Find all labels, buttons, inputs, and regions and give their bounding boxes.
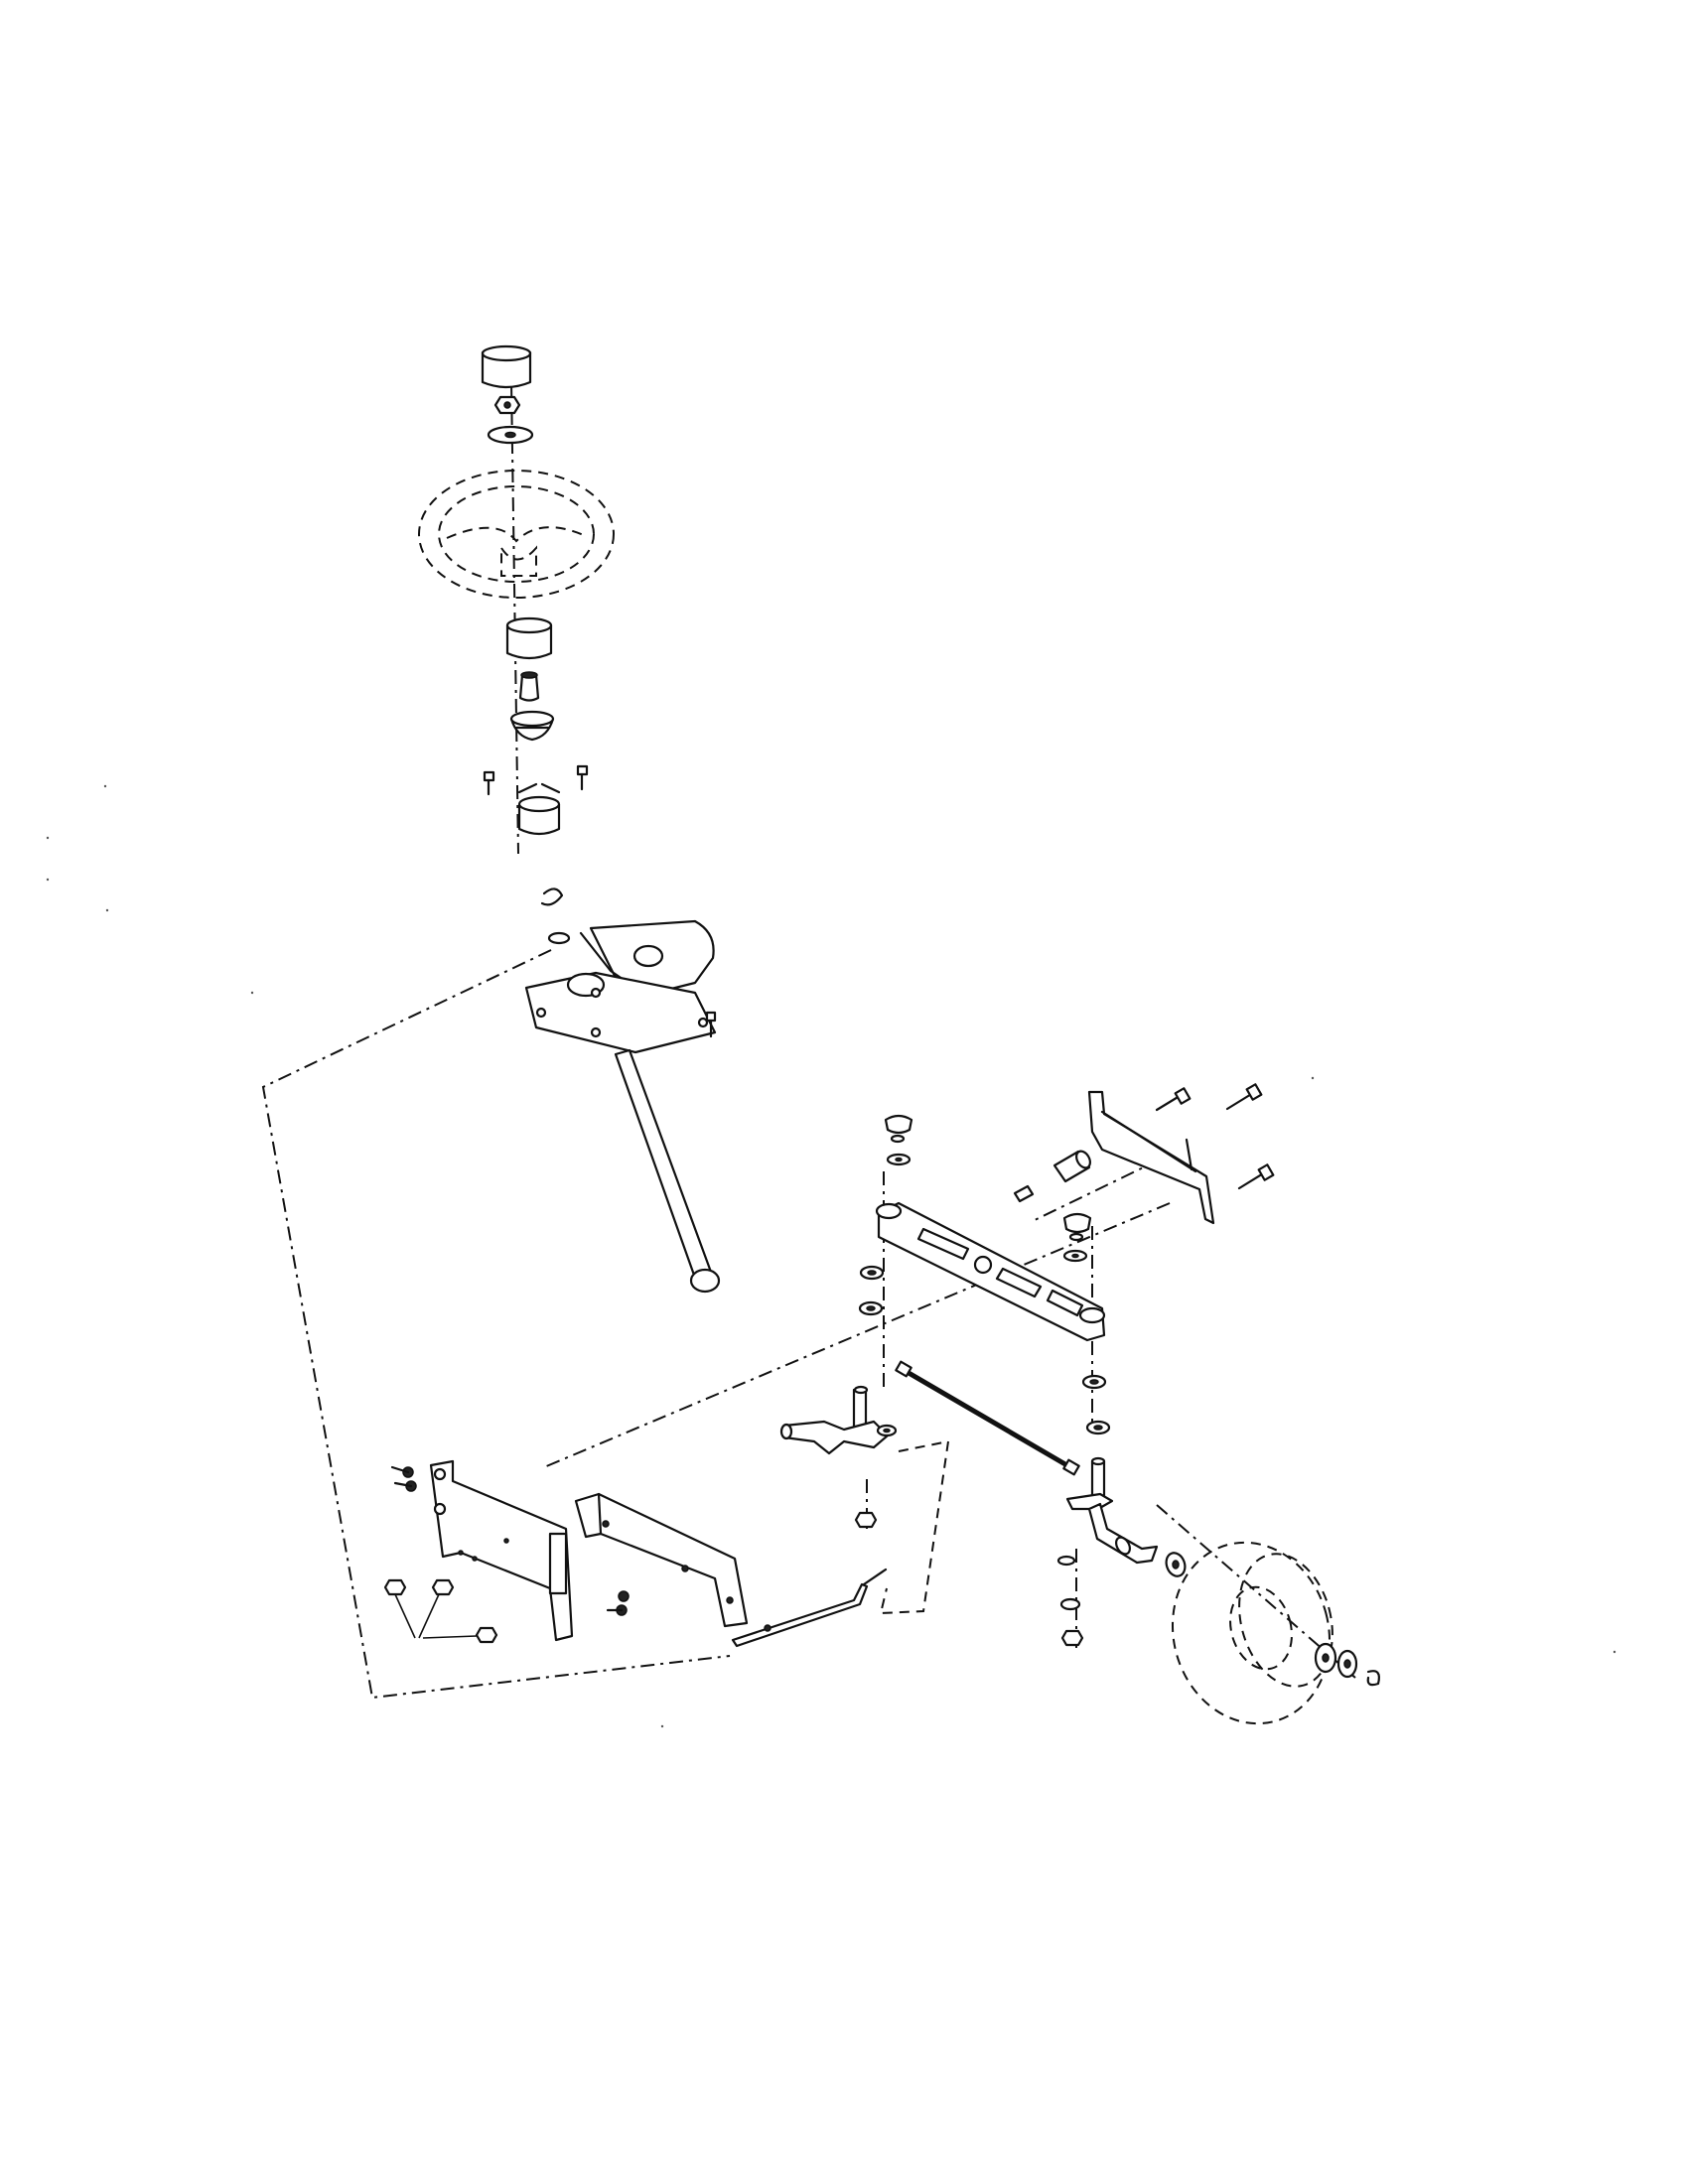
- nut-part-12: [493, 395, 521, 415]
- bushing-part-73: [505, 616, 553, 660]
- boot-part-42: [509, 710, 555, 742]
- bolt-part-67-b: [1225, 1083, 1263, 1111]
- screw-part-29-left-b: [393, 1480, 417, 1492]
- callout-15-arrows: [394, 1593, 478, 1639]
- washer-part-43-top: [547, 931, 571, 945]
- spindle-part-3: [779, 1385, 890, 1455]
- bolt-part-37-left: [483, 770, 495, 796]
- spindle-part-4: [1065, 1456, 1159, 1565]
- screw-part-29-right-a: [618, 1590, 630, 1602]
- clip-part-8-left: [890, 1134, 906, 1144]
- washer-part-33: [1056, 1555, 1076, 1567]
- washer-part-95: [1336, 1649, 1358, 1679]
- rod-part-10: [731, 1568, 888, 1648]
- steering-cap-part-38: [481, 344, 532, 389]
- washer-part-43-wheel: [1165, 1552, 1187, 1577]
- washer-part-87-left: [859, 1265, 885, 1281]
- bolt-part-67-a: [1155, 1087, 1192, 1112]
- bearing-part-5-left: [858, 1300, 884, 1316]
- clip-part-91: [540, 887, 564, 906]
- gear-housing-part-71: [524, 919, 717, 1054]
- nut-part-15-a: [383, 1578, 407, 1596]
- bolt-part-29-top: [705, 1011, 717, 1038]
- pin-part-65: [1013, 1184, 1035, 1203]
- washer-part-6-right: [1062, 1249, 1088, 1263]
- washer-part-34: [1059, 1597, 1081, 1611]
- bracket-part-68-left: [429, 1459, 574, 1642]
- screw-part-29-left-a: [390, 1465, 414, 1478]
- bolt-part-37-right: [576, 764, 589, 791]
- clip-part-8-right: [1068, 1232, 1084, 1242]
- cap-part-46-left: [884, 1114, 913, 1135]
- washer-part-39: [487, 425, 534, 445]
- bolt-part-67-c: [1237, 1163, 1275, 1190]
- washer-part-87-right: [1081, 1374, 1107, 1390]
- axle-part-2: [875, 1201, 1106, 1342]
- bearing-part-5-right: [1085, 1420, 1111, 1435]
- scan-specks: [46, 784, 1616, 1728]
- nut-part-40: [854, 1511, 878, 1529]
- insert-part-41: [518, 671, 540, 702]
- drag-link-part-32: [895, 1360, 1080, 1476]
- nut-part-15-b: [431, 1578, 455, 1596]
- bushing-part-11: [876, 1424, 898, 1437]
- nut-part-35: [1060, 1629, 1084, 1647]
- washer-part-6-left: [886, 1153, 912, 1166]
- washer-part-43-hub: [1314, 1642, 1337, 1674]
- wheel-tire: [1171, 1541, 1333, 1725]
- assembly-lines: [261, 381, 1356, 1700]
- adapter-part-36: [517, 782, 561, 836]
- steering-shaft-part-17: [614, 1048, 721, 1294]
- bracket-part-68-top: [1087, 1090, 1215, 1225]
- clip-part-8-hub: [1366, 1670, 1380, 1687]
- cap-part-46-right: [1062, 1212, 1092, 1234]
- nut-part-15-c: [475, 1626, 498, 1644]
- screw-part-29-right-b: [606, 1604, 628, 1616]
- spacer-part-13: [1052, 1150, 1091, 1183]
- bracket-part-82: [574, 1492, 749, 1628]
- steering-wheel-part-1: [418, 470, 615, 599]
